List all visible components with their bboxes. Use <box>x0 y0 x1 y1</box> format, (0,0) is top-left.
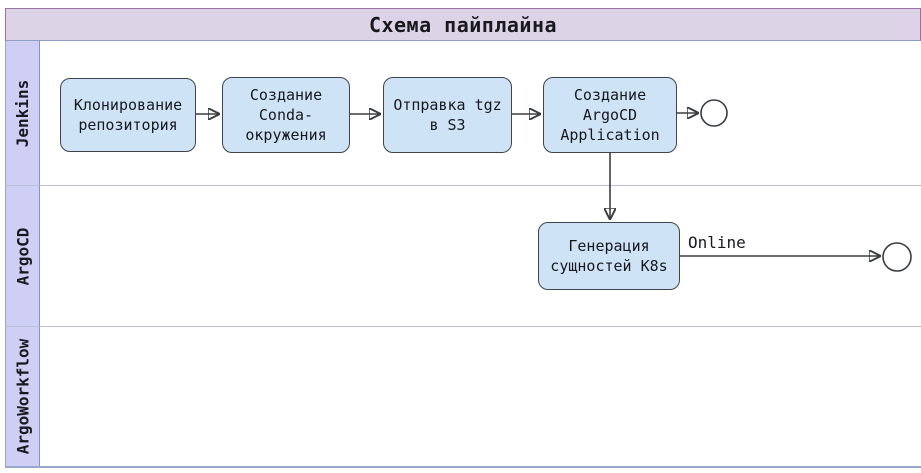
lane-argocd: ArgoCD <box>5 185 921 326</box>
lane-label-argoworkflow: ArgoWorkflow <box>5 326 40 466</box>
task-clone-repo: Клонирование репозитория <box>60 78 196 152</box>
lane-label-text: ArgoWorkflow <box>13 338 32 455</box>
lane-label-text: Jenkins <box>13 79 32 147</box>
task-upload-tgz-s3: Отправка tgz в S3 <box>383 77 512 153</box>
task-create-argocd-application: Создание ArgoCD Application <box>543 77 677 153</box>
task-create-conda-env: Создание Conda- окружения <box>222 77 350 153</box>
lane-label-text: ArgoCD <box>13 227 33 285</box>
lane-label-jenkins: Jenkins <box>5 41 40 185</box>
lane-body-argoworkflow <box>40 326 921 466</box>
edge-label-online: Online <box>688 233 746 252</box>
task-generate-k8s-entities: Генерация сущностей K8s <box>538 222 680 290</box>
lane-argoworkflow: ArgoWorkflow <box>5 326 921 466</box>
lane-label-argocd: ArgoCD <box>5 185 40 326</box>
pool-title: Схема пайплайна <box>5 8 921 41</box>
lane-body-argocd <box>40 185 921 326</box>
